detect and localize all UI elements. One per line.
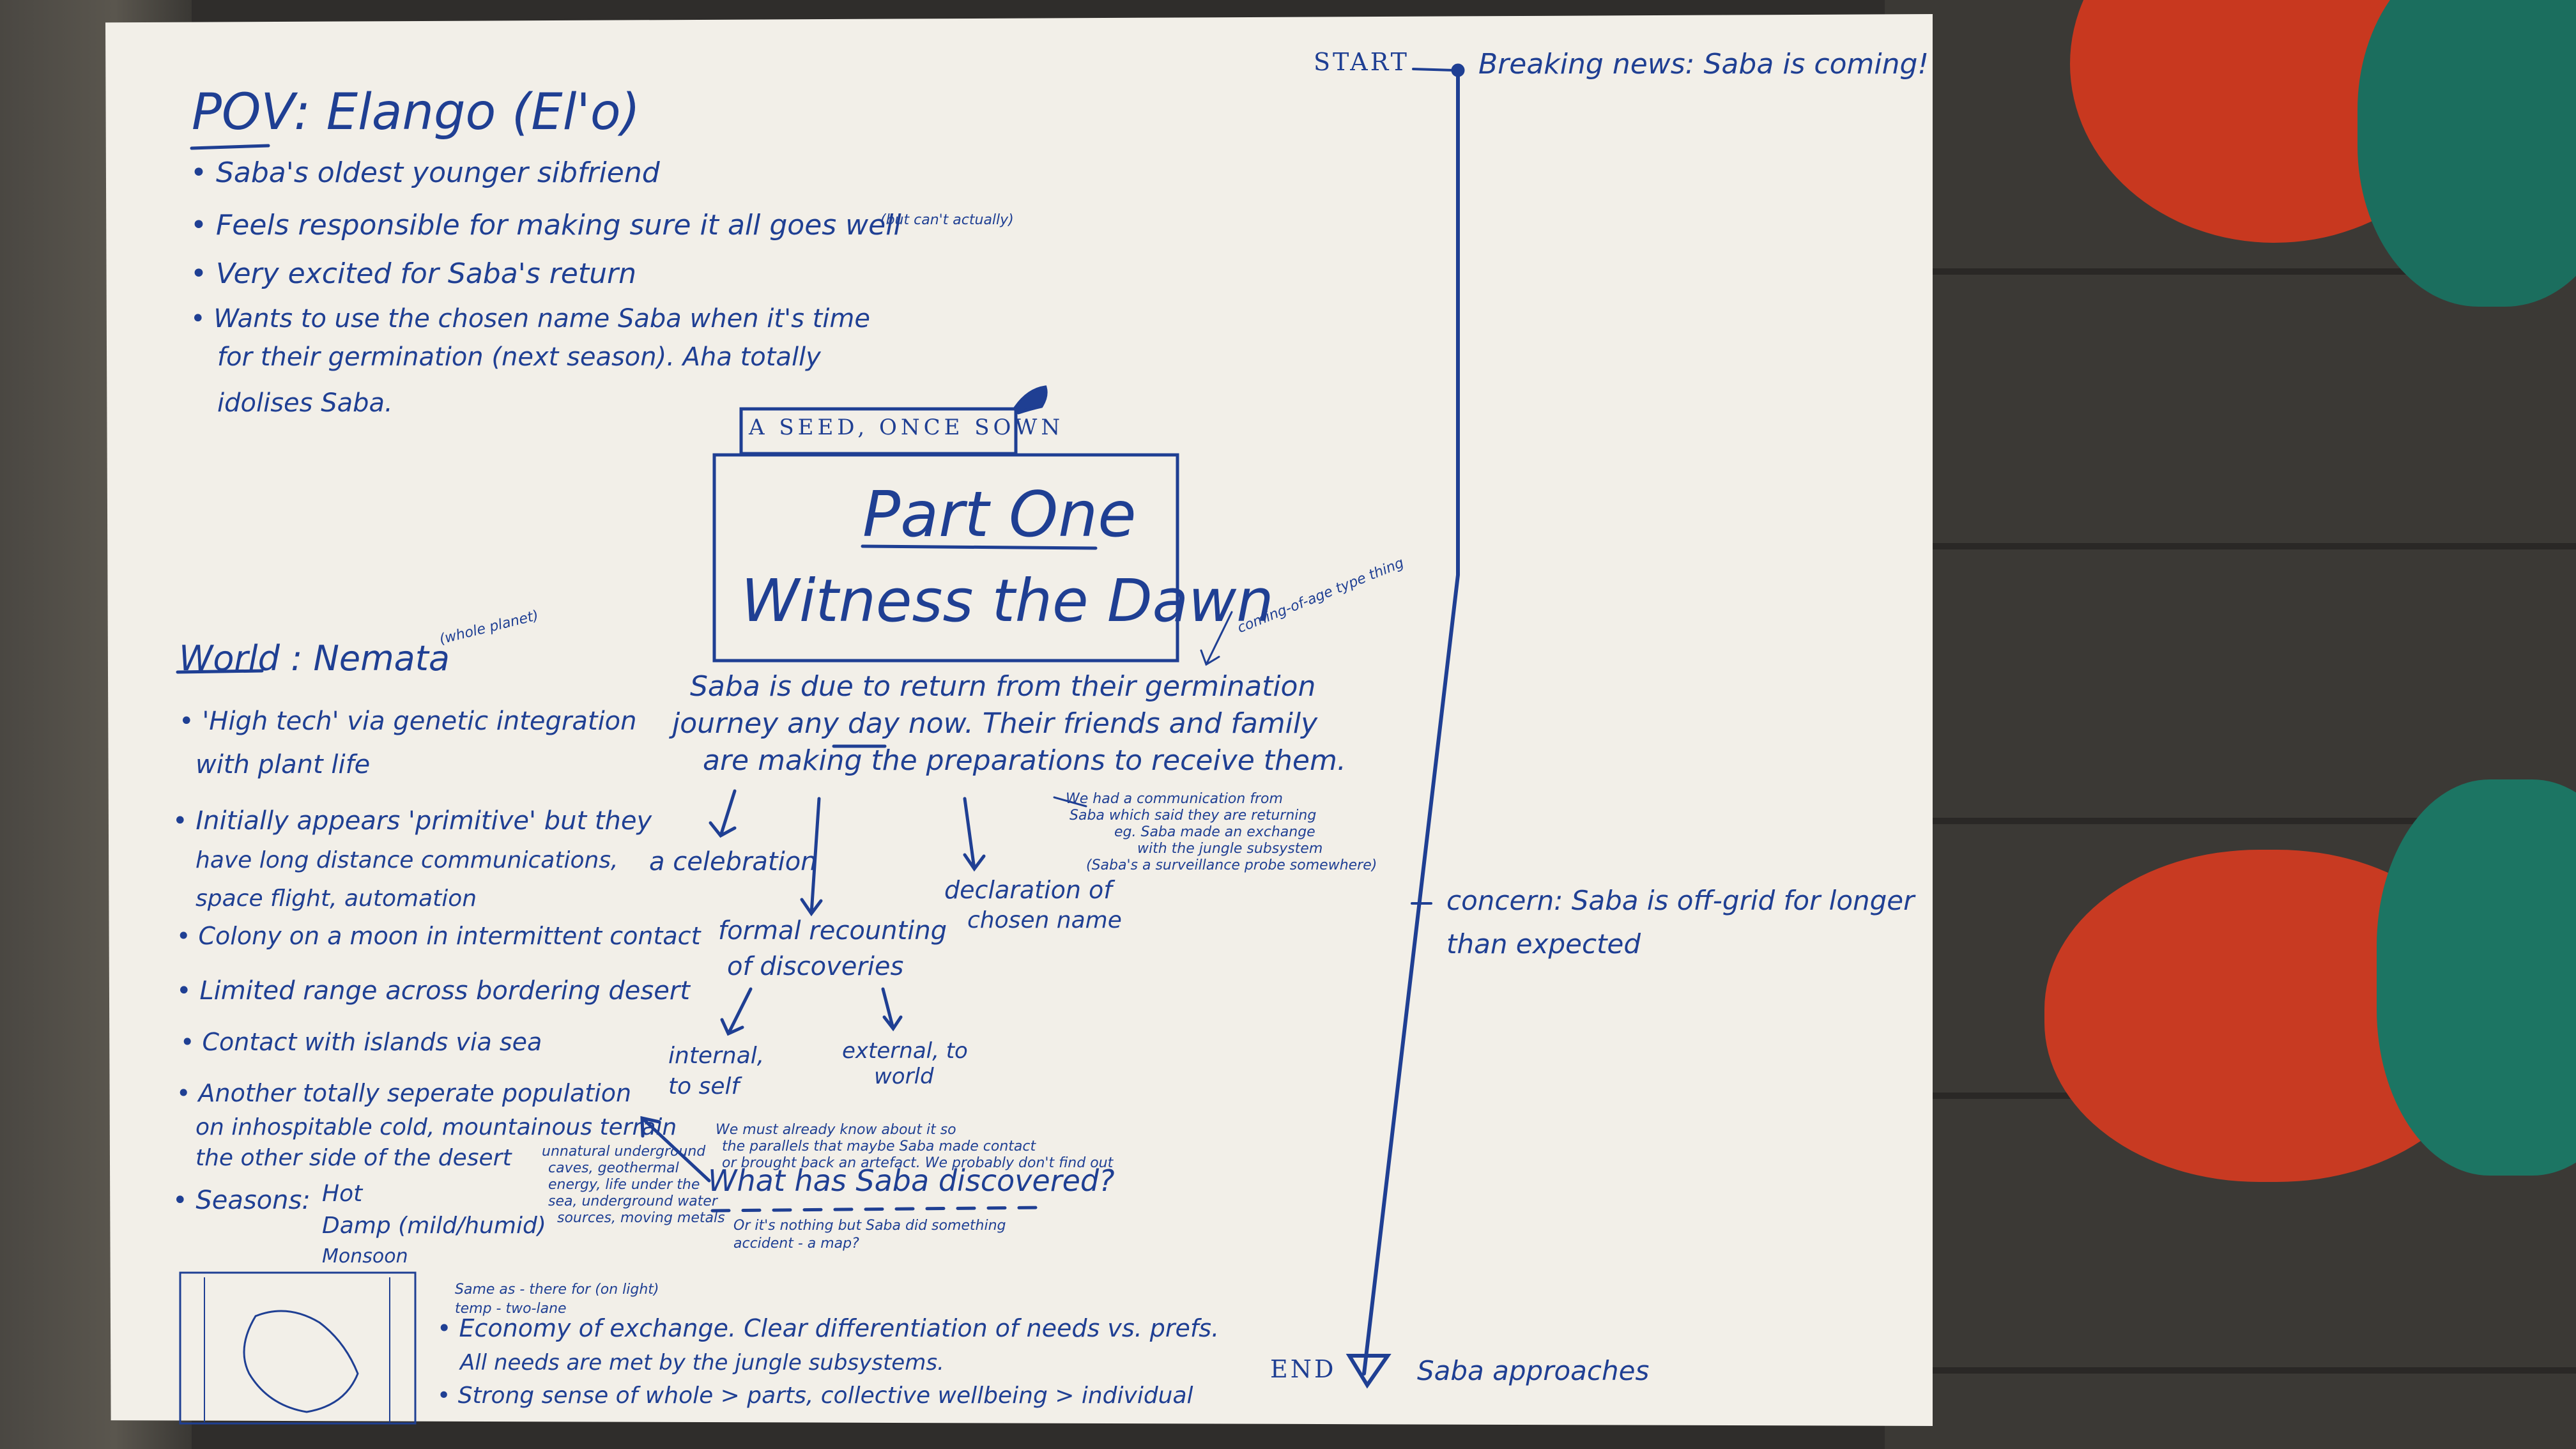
season-2: Damp (mild/humid) <box>322 1213 546 1239</box>
branch-recounting-1: formal recounting <box>718 916 947 946</box>
timeline-mid-event-1: concern: Saba is off-grid for longer <box>1446 885 1915 916</box>
plot-summary-line-3: are making the preparations to receive t… <box>703 744 1346 777</box>
branch-external-1: external, to <box>842 1038 968 1064</box>
q-note-top-1: We must already know about it so <box>716 1122 956 1138</box>
world-bullet-4: Limited range across bordering desert <box>176 976 690 1006</box>
note-right-2: Saba which said they are returning <box>1070 808 1317 824</box>
q-note-top-2: the parallels that maybe Saba made conta… <box>722 1138 1036 1154</box>
timeline-end-label: END <box>1270 1355 1337 1383</box>
economy-bullet-1: Economy of exchange. Clear differentiati… <box>437 1314 1220 1343</box>
branch-declaration-2: chosen name <box>967 907 1122 933</box>
plot-summary-line-1: Saba is due to return from their germina… <box>690 670 1316 703</box>
note-right-5: (Saba's a surveillance probe somewhere) <box>1086 857 1377 873</box>
q-note-left-2: caves, geothermal <box>548 1160 679 1176</box>
pov-aside: (but can't actually) <box>880 212 1014 228</box>
world-bullet-2-cont: have long distance communications, <box>195 847 618 873</box>
season-1: Hot <box>322 1181 363 1207</box>
world-label: World <box>179 638 280 678</box>
book-title-tab: A SEED, ONCE SOWN <box>749 415 1064 440</box>
world-bullet-6-cont: on inhospitable cold, mountainous terrai… <box>195 1114 677 1140</box>
timeline-mid-event-2: than expected <box>1446 928 1641 960</box>
note-right-1: We had a communication from <box>1066 791 1283 807</box>
branch-recounting-2: of discoveries <box>727 952 904 981</box>
world-bullet-1-cont: with plant life <box>195 750 371 779</box>
q-note-top-3: or brought back an artefact. We probably… <box>722 1155 1114 1171</box>
q-note-bottom-2: accident - a map? <box>733 1236 859 1252</box>
q-note-left-1: unnatural underground <box>542 1144 706 1160</box>
pov-label: POV <box>192 84 294 141</box>
world-heading: World : Nemata <box>179 638 450 678</box>
pov-bullet-2: Feels responsible for making sure it all… <box>190 209 901 242</box>
pov-heading: POV: Elango (El'o) <box>192 84 640 141</box>
world-bullet-2-end: space flight, automation <box>195 885 477 912</box>
map-note-1: Same as - there for (on light) <box>455 1282 659 1298</box>
note-right-3: eg. Saba made an exchange <box>1114 824 1315 840</box>
branch-internal-1: internal, <box>668 1043 765 1069</box>
world-bullet-6-end: the other side of the desert <box>195 1145 512 1171</box>
pov-name: Elango (El'o) <box>326 84 640 141</box>
world-bullet-2: Initially appears 'primitive' but they <box>172 806 652 836</box>
branch-declaration-1: declaration of <box>944 876 1112 904</box>
plot-summary-line-2: journey any day now. Their friends and f… <box>672 707 1318 740</box>
world-bullet-5: Contact with islands via sea <box>180 1028 542 1057</box>
pov-bullet-1: Saba's oldest younger sibfriend <box>190 157 660 190</box>
economy-bullet-2: Strong sense of whole > parts, collectiv… <box>437 1383 1193 1409</box>
season-3: Monsoon <box>322 1245 408 1268</box>
branch-internal-2: to self <box>668 1073 740 1100</box>
world-bullet-6: Another totally seperate population <box>176 1079 632 1108</box>
branch-external-2: world <box>874 1064 934 1089</box>
q-note-bottom-1: Or it's nothing but Saba did something <box>733 1218 1006 1234</box>
pov-bullet-4-end: idolises Saba. <box>217 388 393 418</box>
branch-celebration: a celebration <box>649 847 817 877</box>
q-note-left-5: sources, moving metals <box>557 1210 725 1226</box>
part-subtitle: Witness the Dawn <box>741 567 1274 635</box>
question-heading: What has Saba discovered? <box>708 1163 1115 1198</box>
q-note-left-3: energy, life under the <box>548 1177 700 1193</box>
q-note-left-4: sea, underground water <box>548 1193 717 1209</box>
teal-sock-bottom <box>2377 779 2576 1176</box>
pov-bullet-4: Wants to use the chosen name Saba when i… <box>190 304 870 334</box>
world-bullet-1: 'High tech' via genetic integration <box>179 707 636 736</box>
world-bullet-3: Colony on a moon in intermittent contact <box>176 922 701 951</box>
pov-bullet-3: Very excited for Saba's return <box>190 257 636 291</box>
timeline-start-label: START <box>1314 48 1410 76</box>
note-right-4: with the jungle subsystem <box>1137 841 1323 857</box>
part-title: Part One <box>862 479 1137 551</box>
seasons-label: Seasons: <box>172 1186 310 1215</box>
pov-bullet-4-cont: for their germination (next season). Aha… <box>217 342 821 372</box>
timeline-end-event: Saba approaches <box>1417 1355 1650 1386</box>
teal-sock-top <box>2358 0 2576 307</box>
world-name: Nemata <box>313 638 450 678</box>
timeline-start-event: Breaking news: Saba is coming! <box>1478 48 1929 80</box>
economy-bullet-1-cont: All needs are met by the jungle subsyste… <box>460 1350 944 1376</box>
